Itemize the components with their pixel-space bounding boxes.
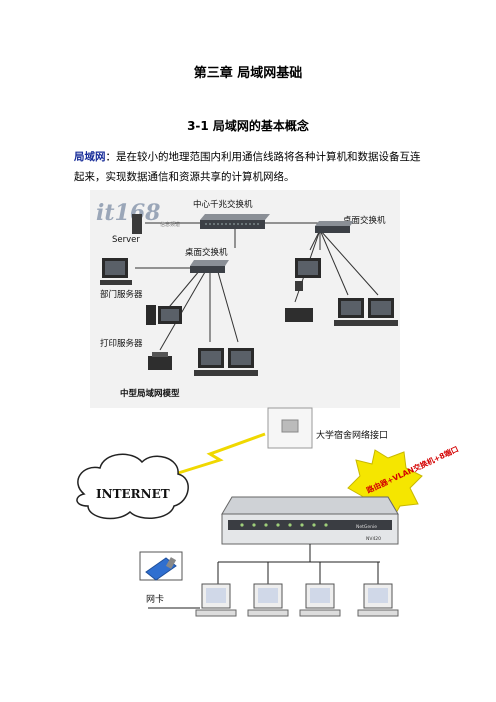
printer-icon [148,352,172,370]
chapter-title: 第三章 局域网基础 [193,66,303,81]
pc-icon [247,583,289,617]
server-label: Server [112,235,140,245]
router-model: NV420 [366,536,381,542]
core-switch-icon [200,214,270,229]
wall-port-label: 大学宿舍网络接口 [316,429,388,441]
pc-icon [334,298,368,326]
router-brand: NetGenie [356,524,377,530]
pc-icon [364,298,398,326]
lightning-icon [174,432,266,476]
dept-server-label: 部门服务器 [100,289,143,300]
pc-icon [285,308,313,322]
network-card-icon [139,551,183,581]
print-server-computer-icon [146,305,182,325]
internet-cloud-icon [76,453,189,520]
figure1-caption: 中型局域网模型 [120,388,180,399]
internet-label: INTERNET [96,487,170,501]
lan-model-figure: it168 信息频道 Server 中心千兆交换机 桌面交换机 桌面交换机 部门… [90,190,400,408]
definition-term: 局域网 [74,151,106,163]
network-links [135,222,379,351]
pc-icon [194,348,228,376]
router-icon: NetGenie NV420 [221,496,399,545]
section-title: 3-1 局域网的基本概念 [187,119,309,133]
pc-icon [357,583,399,617]
core-switch-label: 中心千兆交换机 [193,199,253,210]
logo-subtext: 信息频道 [160,221,180,228]
desktop-switch-mid-label: 桌面交换机 [185,247,228,258]
pc-icon [224,348,258,376]
dorm-network-diagram: 大学宿舍网络接口 INTERNET 路由器+VLAN交换机+8端口 NetGen… [76,407,460,617]
nic-label: 网卡 [146,593,164,605]
dorm-network-figure: 大学宿舍网络接口 INTERNET 路由器+VLAN交换机+8端口 NetGen… [70,402,460,632]
logo-text: it168 [96,200,160,226]
definition-paragraph: 局域网：是在较小的地理范围内利用通信线路将各种计算机和数据设备互连起来，实现数据… [74,147,424,187]
pc-icon [299,583,341,617]
print-server-label: 打印服务器 [100,338,143,349]
it168-logo: it168 信息频道 [96,200,180,228]
dept-server-computer-icon [100,258,132,285]
desktop-switch-mid-icon [190,260,229,273]
wall-port-icon [267,407,313,449]
desktop-switch-right-label: 桌面交换机 [343,215,386,226]
lan-model-diagram: it168 信息频道 Server 中心千兆交换机 桌面交换机 桌面交换机 部门… [96,199,398,399]
pc-icon [195,583,237,617]
server-tower-icon [132,214,142,234]
pc-icon [295,258,321,291]
network-cables [217,544,380,584]
definition-text: ：是在较小的地理范围内利用通信线路将各种计算机和数据设备互连起来，实现数据通信和… [74,151,421,183]
desktop-switch-right-icon [315,221,354,233]
